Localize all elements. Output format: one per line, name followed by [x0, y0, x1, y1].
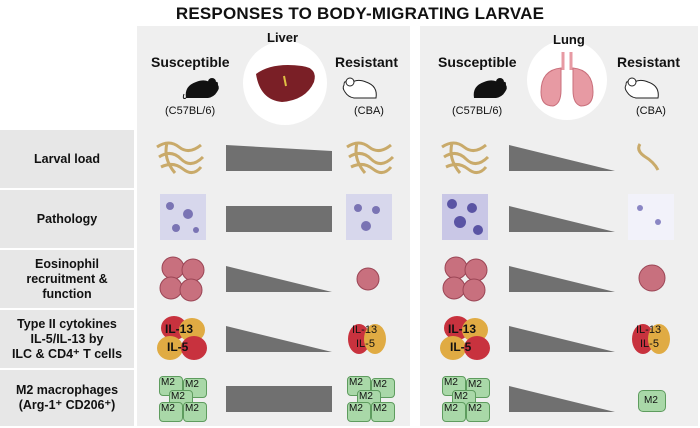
- cytokine-cluster: IL-13 IL-5: [438, 316, 494, 362]
- m2-cluster: M2 M2 M2 M2 M2: [345, 374, 397, 422]
- row-label-larval-load: Larval load: [0, 130, 134, 188]
- liver-title: Liver: [267, 30, 299, 45]
- m2-label: M2: [468, 403, 482, 414]
- m2-label: M2: [171, 391, 185, 402]
- trend-decrease: [509, 266, 615, 292]
- row-label-line: M2 macrophages: [15, 383, 119, 397]
- row-label-line: ILC & CD4⁺ T cells: [11, 346, 123, 361]
- liver-resistant-strain: (CBA): [354, 105, 384, 117]
- trend-decrease: [509, 145, 615, 171]
- cytokine-pair: IL-13 IL-5: [348, 322, 388, 356]
- row-label-line: recruitment &: [26, 271, 108, 286]
- m2-label: M2: [644, 395, 658, 406]
- row-label-line: Type II cytokines: [17, 316, 117, 331]
- histology-image: [442, 194, 488, 240]
- il13-label: IL-13: [448, 322, 477, 336]
- row-label-line: Eosinophil: [35, 256, 99, 271]
- cytokine-pair: IL-13 IL-5: [632, 322, 672, 356]
- larva-icon: [637, 143, 660, 171]
- m2-label: M2: [161, 403, 175, 414]
- m2-label: M2: [454, 391, 468, 402]
- il5-label: IL-5: [167, 340, 189, 354]
- row-label-text: Pathology: [36, 211, 98, 226]
- susceptible-mouse-icon: [182, 78, 219, 99]
- figure-title: RESPONSES TO BODY-MIGRATING LARVAE: [175, 4, 545, 23]
- m2-label: M2: [373, 403, 387, 414]
- histology-image: [346, 194, 392, 240]
- row-label-text: Larval load: [34, 151, 100, 166]
- m2-single: M2: [638, 390, 666, 412]
- m2-cluster: M2 M2 M2 M2 M2: [440, 374, 492, 422]
- eosinophil-icon: [356, 267, 380, 291]
- trend-flat: [226, 206, 332, 232]
- row-label-pathology: Pathology: [0, 190, 134, 248]
- larvae-icon: [346, 141, 395, 174]
- larvae-icon: [441, 141, 490, 174]
- m2-label: M2: [373, 379, 387, 390]
- lung-susceptible-label: Susceptible: [438, 54, 517, 70]
- resistant-mouse-icon: [342, 77, 377, 99]
- susceptible-mouse-icon: [473, 78, 507, 98]
- lung-title: Lung: [553, 32, 585, 47]
- m2-label: M2: [161, 377, 175, 388]
- il13-label: IL-13: [636, 324, 662, 336]
- il13-label: IL-13: [165, 322, 194, 336]
- resistant-mouse-icon: [624, 77, 659, 99]
- lung-resistant-strain: (CBA): [636, 105, 666, 117]
- histology-image: [628, 194, 674, 240]
- trend-decrease: [509, 326, 615, 352]
- liver-icon: [243, 41, 327, 125]
- eosinophil-icon: [638, 264, 666, 292]
- trend-decrease: [226, 326, 332, 352]
- lung-icon: [527, 40, 607, 120]
- m2-label: M2: [185, 403, 199, 414]
- trend-decrease: [509, 386, 615, 412]
- il5-label: IL-5: [450, 340, 472, 354]
- row-label-m2: M2 macrophages(Arg-1⁺ CD206⁺): [0, 370, 134, 426]
- trend-flat: [226, 386, 332, 412]
- m2-label: M2: [349, 403, 363, 414]
- liver-susceptible-label: Susceptible: [151, 54, 230, 70]
- trend-decrease: [226, 266, 332, 292]
- liver-susceptible-strain: (C57BL/6): [165, 105, 216, 117]
- lung-resistant-label: Resistant: [617, 54, 681, 70]
- row-label-line: (Arg-1⁺ CD206⁺): [18, 398, 116, 412]
- liver-resistant-label: Resistant: [335, 54, 399, 70]
- row-label-line: function: [42, 286, 92, 301]
- eosinophil-cluster-icon: [159, 256, 205, 302]
- lung-susceptible-strain: (C57BL/6): [452, 105, 503, 117]
- m2-label: M2: [468, 379, 482, 390]
- eosinophil-cluster-icon: [442, 256, 488, 302]
- trend-flat: [226, 145, 332, 171]
- m2-label: M2: [444, 403, 458, 414]
- m2-label: M2: [349, 377, 363, 388]
- larvae-icon: [156, 141, 205, 174]
- cytokine-cluster: IL-13 IL-5: [155, 316, 211, 362]
- m2-label: M2: [444, 377, 458, 388]
- il5-label: IL-5: [356, 338, 375, 350]
- m2-label: M2: [359, 391, 373, 402]
- m2-cluster: M2 M2 M2 M2 M2: [157, 374, 209, 422]
- row-label-line: IL-5/IL-13 by: [30, 331, 104, 346]
- m2-label: M2: [185, 379, 199, 390]
- il13-label: IL-13: [352, 324, 378, 336]
- trend-decrease: [509, 206, 615, 232]
- histology-image: [160, 194, 206, 240]
- il5-label: IL-5: [640, 338, 659, 350]
